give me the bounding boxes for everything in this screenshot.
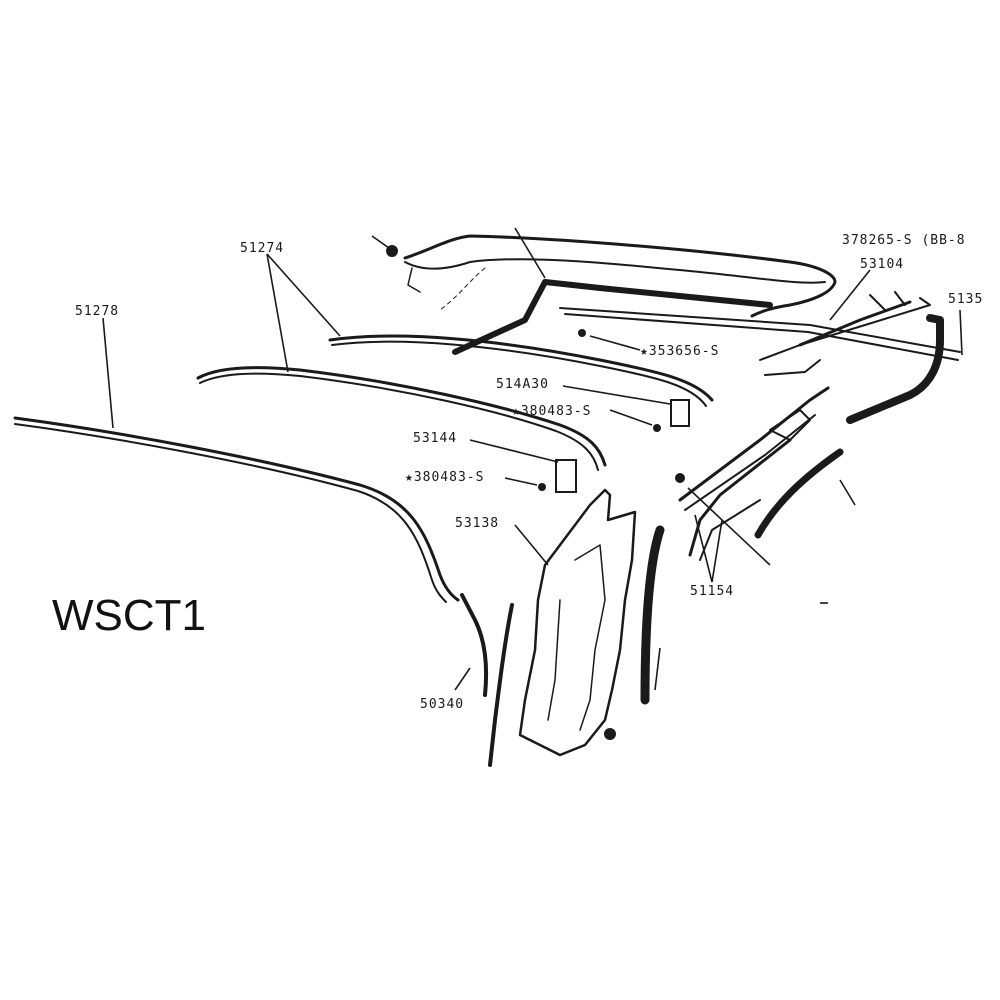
fastener-353656 [578, 329, 586, 337]
roof-rail-lower [13, 416, 460, 603]
bracket-514A30 [670, 399, 690, 427]
callout-50340: 50340 [420, 697, 464, 712]
callout-51274: 51274 [240, 241, 284, 256]
lower-bracket-50340 [460, 593, 489, 697]
fastener-linkage [675, 473, 685, 483]
diagram-code: WSCT1 [52, 591, 206, 640]
callout-53138: 53138 [455, 516, 499, 531]
callout-5135: 5135 [948, 292, 983, 307]
callout-380483-lower: ★380483-S [405, 470, 484, 485]
pillar-weatherstrip [640, 525, 665, 705]
header-seal [452, 279, 773, 355]
pillar-panel [518, 488, 637, 757]
callout-380483-upper: ★380483-S [512, 404, 591, 419]
lower-rod [488, 603, 514, 767]
fastener-380483-a [653, 424, 661, 432]
callout-514A30: 514A30 [496, 377, 549, 392]
roof-rail-upper [328, 334, 714, 407]
callout-53104: 53104 [860, 257, 904, 272]
quarter-frame [559, 291, 961, 424]
bracket-53144 [555, 459, 577, 493]
rear-weatherstrip [754, 448, 844, 539]
callout-51154: 51154 [690, 584, 734, 599]
roof-rail-middle [196, 366, 607, 471]
callout-51278: 51278 [75, 304, 119, 319]
callout-53144: 53144 [413, 431, 457, 446]
front-header-rail [403, 234, 837, 318]
fastener-380483-b [538, 483, 546, 491]
callout-353656: ★353656-S [640, 344, 719, 359]
leader-lines [102, 227, 963, 691]
fastener-pillar-base [604, 728, 616, 740]
callout-378265: 378265-S (BB-8 [842, 233, 966, 248]
